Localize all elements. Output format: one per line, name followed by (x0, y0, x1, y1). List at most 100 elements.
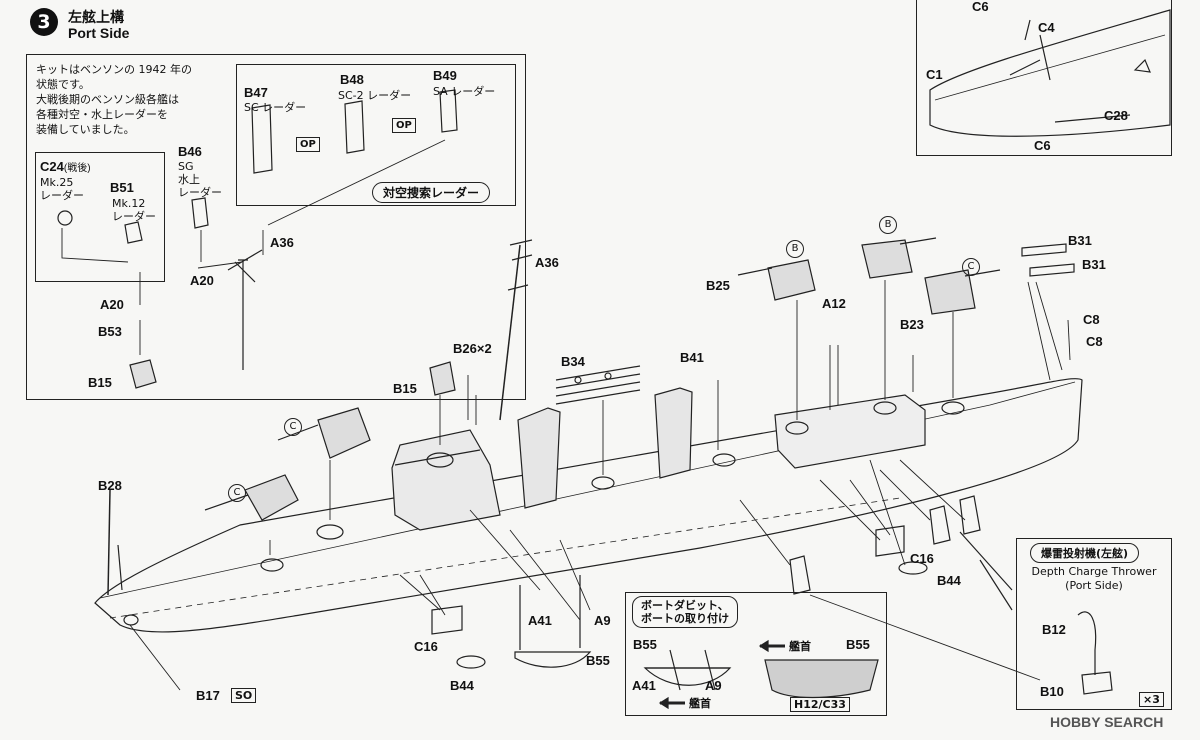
label-a12: A12 (822, 296, 846, 311)
note-line-2: 状態です。 (36, 78, 90, 91)
b51-desc-1: Mk.12 (112, 197, 146, 210)
watermark: HOBBY SEARCH (1050, 714, 1164, 730)
label-b53: B53 (98, 324, 122, 339)
davit-b55-a: B55 (633, 637, 657, 652)
boat-davit-title-1: ボートダビット、 (641, 599, 729, 612)
label-b26: B26×2 (453, 341, 492, 356)
op-tag-2: OP (392, 118, 416, 133)
bow-staff (107, 489, 111, 596)
so-tag: SO (231, 688, 257, 703)
hull-deck-edge (99, 381, 1076, 599)
qty-tag: ×3 (1139, 692, 1164, 707)
hull-outline (94, 378, 1083, 633)
circle-b-2: B (879, 216, 897, 234)
label-c6-b: C6 (1034, 138, 1051, 153)
mast-main (499, 244, 521, 421)
davit-bow-label-2: 艦首 (689, 697, 711, 710)
davit-b55-b: B55 (846, 637, 870, 652)
label-c16-b: C16 (910, 551, 934, 566)
circle-b-1: B (786, 240, 804, 258)
note-line-5: 装備していました。 (36, 123, 135, 136)
label-b12: B12 (1042, 622, 1066, 637)
davit-a9: A9 (705, 678, 722, 693)
davit-bow-label: 艦首 (789, 640, 811, 653)
gun-mount-aft-3 (924, 269, 976, 315)
gun-mount-aft-1 (767, 259, 816, 301)
label-b23: B23 (900, 317, 924, 332)
b49-desc: SA レーダー (433, 85, 496, 98)
b46-desc-3: レーダー (178, 186, 222, 199)
inset-top-right (916, 0, 1172, 156)
b46-desc-2: 水上 (178, 173, 200, 186)
depth-charge-title-jp: 爆雷投射機(左舷) (1030, 543, 1140, 563)
label-b25: B25 (706, 278, 730, 293)
gun-mount-fore-2 (317, 407, 371, 459)
c24-label: C24(戦後) (40, 159, 91, 175)
air-search-radar-box (236, 64, 516, 206)
c24-desc-1: Mk.25 (40, 176, 74, 189)
float-b44-b (898, 561, 928, 575)
radar-option-box (35, 152, 165, 282)
label-a9: A9 (594, 613, 611, 628)
b51-label: B51 (110, 180, 134, 195)
step-number-badge: 3 (30, 8, 58, 36)
label-a20-top: A20 (100, 297, 124, 312)
label-b31-a: B31 (1068, 233, 1092, 248)
boat-davit-box (625, 592, 887, 716)
b47-label: B47 (244, 85, 268, 100)
step-title-en: Port Side (68, 25, 130, 41)
label-b10: B10 (1040, 684, 1064, 699)
torpedo-rack-b34 (555, 365, 641, 405)
circle-c-2: C (284, 418, 302, 436)
label-c16-a: C16 (414, 639, 438, 654)
note-line-1: キットはベンソンの 1942 年の (36, 63, 192, 76)
label-c6-a: C6 (972, 0, 989, 14)
label-c4: C4 (1038, 20, 1055, 35)
davit-c16 (431, 605, 463, 635)
radar-note-box (26, 54, 526, 400)
circle-c-3: C (228, 484, 246, 502)
label-b34: B34 (561, 354, 585, 369)
label-a20-left: A20 (190, 273, 214, 288)
mast-fore (238, 259, 248, 370)
c24-desc-2: レーダー (40, 189, 84, 202)
label-b31-b: B31 (1082, 257, 1106, 272)
label-c1: C1 (926, 67, 943, 82)
label-b15-left: B15 (88, 375, 112, 390)
float-b44-a (456, 655, 486, 669)
label-a36-b: A36 (535, 255, 559, 270)
label-a41: A41 (528, 613, 552, 628)
funnel-aft (654, 387, 693, 479)
label-b44-b: B44 (937, 573, 961, 588)
b48-desc: SC-2 レーダー (338, 89, 412, 102)
label-b44-a: B44 (450, 678, 474, 693)
b46-desc-1: SG (178, 160, 194, 173)
bridge-structure (391, 429, 501, 531)
aft-deckhouse (774, 394, 926, 469)
funnel-fore (517, 407, 561, 509)
boat-b55 (514, 651, 592, 668)
depth-charge-box (1016, 538, 1172, 710)
step-title-jp: 左舷上構 (68, 9, 124, 25)
b47-desc: SC レーダー (244, 101, 307, 114)
davit-a41: A41 (632, 678, 656, 693)
op-tag-1: OP (296, 137, 320, 152)
label-a36-a: A36 (270, 235, 294, 250)
h12-c33-tag: H12/C33 (790, 697, 850, 712)
gun-mount-fore-1 (244, 474, 299, 521)
depth-charge-title-en-1: Depth Charge Thrower (1031, 565, 1157, 578)
b49-label: B49 (433, 68, 457, 83)
label-b55: B55 (586, 653, 610, 668)
note-line-4: 各種対空・水上レーダーを (36, 108, 168, 121)
gun-mount-aft-2 (861, 239, 913, 279)
label-b17: B17 (196, 688, 220, 703)
b48-label: B48 (340, 72, 364, 87)
note-line-3: 大戦後期のベンソン級各艦は (36, 93, 179, 106)
label-c8-b: C8 (1086, 334, 1103, 349)
b51-desc-2: レーダー (112, 210, 156, 223)
label-b15-mid: B15 (393, 381, 417, 396)
b46-label: B46 (178, 144, 202, 159)
label-c8-a: C8 (1083, 312, 1100, 327)
label-c28: C28 (1104, 108, 1128, 123)
